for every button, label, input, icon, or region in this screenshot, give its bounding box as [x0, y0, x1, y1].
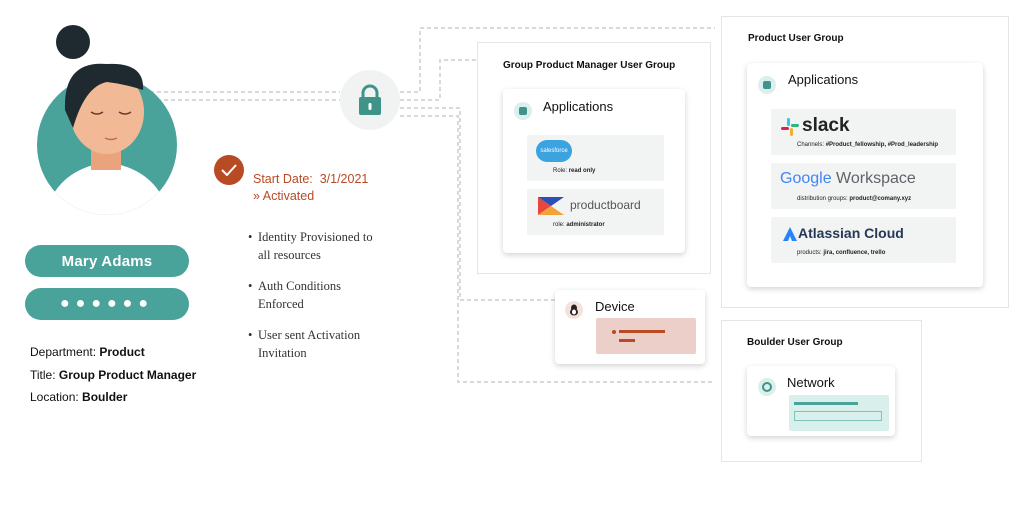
device-card: Device [555, 290, 705, 364]
salesforce-logo-icon: salesforce [536, 140, 572, 162]
user-name: Mary Adams [61, 252, 153, 270]
app-tile-atlassian: Atlassian Cloud products: jira, confluen… [771, 217, 956, 263]
product-user-group-panel: Product User Group Applications slack Ch… [721, 16, 1009, 308]
atlassian-logo-text: Atlassian Cloud [798, 225, 904, 241]
app-tile-salesforce: salesforce Role: read only [527, 135, 664, 181]
gpm-applications-card: Applications salesforce Role: read only … [503, 89, 685, 253]
app-tile-productboard: productboard role: administrator [527, 189, 664, 235]
device-detail-box [596, 318, 696, 354]
app-tile-google-workspace: Google Workspace distribution groups: pr… [771, 163, 956, 209]
device-label: Device [595, 299, 635, 314]
user-name-pill: Mary Adams [25, 245, 189, 277]
boulder-user-group-panel: Boulder User Group Network [721, 320, 922, 462]
network-card: Network [747, 366, 895, 436]
atlassian-logo-icon [783, 227, 797, 241]
applications-label: Applications [543, 99, 614, 114]
network-icon [758, 378, 776, 396]
gpm-group-title: Group Product Manager User Group [503, 60, 676, 71]
slack-channels: Channels: #Product_fellowship, #Prod_lea… [797, 142, 939, 148]
linux-icon [565, 301, 583, 319]
detail-title: Title: Group Product Manager [30, 367, 197, 382]
start-date: Start Date: 3/1/2021 [253, 172, 369, 186]
user-details: Department: Product Title: Group Product… [30, 341, 230, 409]
atlassian-products: products: jira, confluence, trello [797, 250, 886, 256]
salesforce-role: Role: read only [553, 168, 596, 174]
network-label: Network [787, 375, 835, 390]
start-date-value: 3/1/2021 [319, 172, 369, 186]
google-workspace-logo: Google Workspace [780, 170, 916, 187]
productboard-logo-text: productboard [570, 198, 641, 212]
lock-icon [340, 70, 400, 130]
google-distribution-groups: distribution groups: product@comany.xyz [797, 196, 912, 202]
app-tile-slack: slack Channels: #Product_fellowship, #Pr… [771, 109, 956, 155]
detail-location: Location: Boulder [30, 390, 128, 404]
product-group-title: Product User Group [748, 33, 844, 44]
check-icon [214, 155, 244, 185]
product-applications-card: Applications slack Channels: #Product_fe… [747, 63, 983, 287]
slack-logo-icon [781, 118, 799, 136]
app-square-icon [758, 76, 776, 94]
avatar [35, 20, 185, 216]
productboard-logo-icon [538, 197, 564, 215]
activated-status: » Activated [253, 189, 315, 203]
password-pill: ●●●●●● [25, 288, 189, 320]
productboard-role: role: administrator [553, 222, 605, 228]
boulder-group-title: Boulder User Group [747, 337, 843, 348]
network-detail-box [789, 395, 889, 431]
app-square-icon [514, 102, 532, 120]
slack-logo-text: slack [802, 115, 850, 136]
password-mask: ●●●●●● [60, 295, 154, 312]
applications-label: Applications [788, 72, 859, 87]
detail-department: Department: Product [30, 345, 145, 359]
gpm-user-group-panel: Group Product Manager User Group Applica… [477, 42, 711, 274]
